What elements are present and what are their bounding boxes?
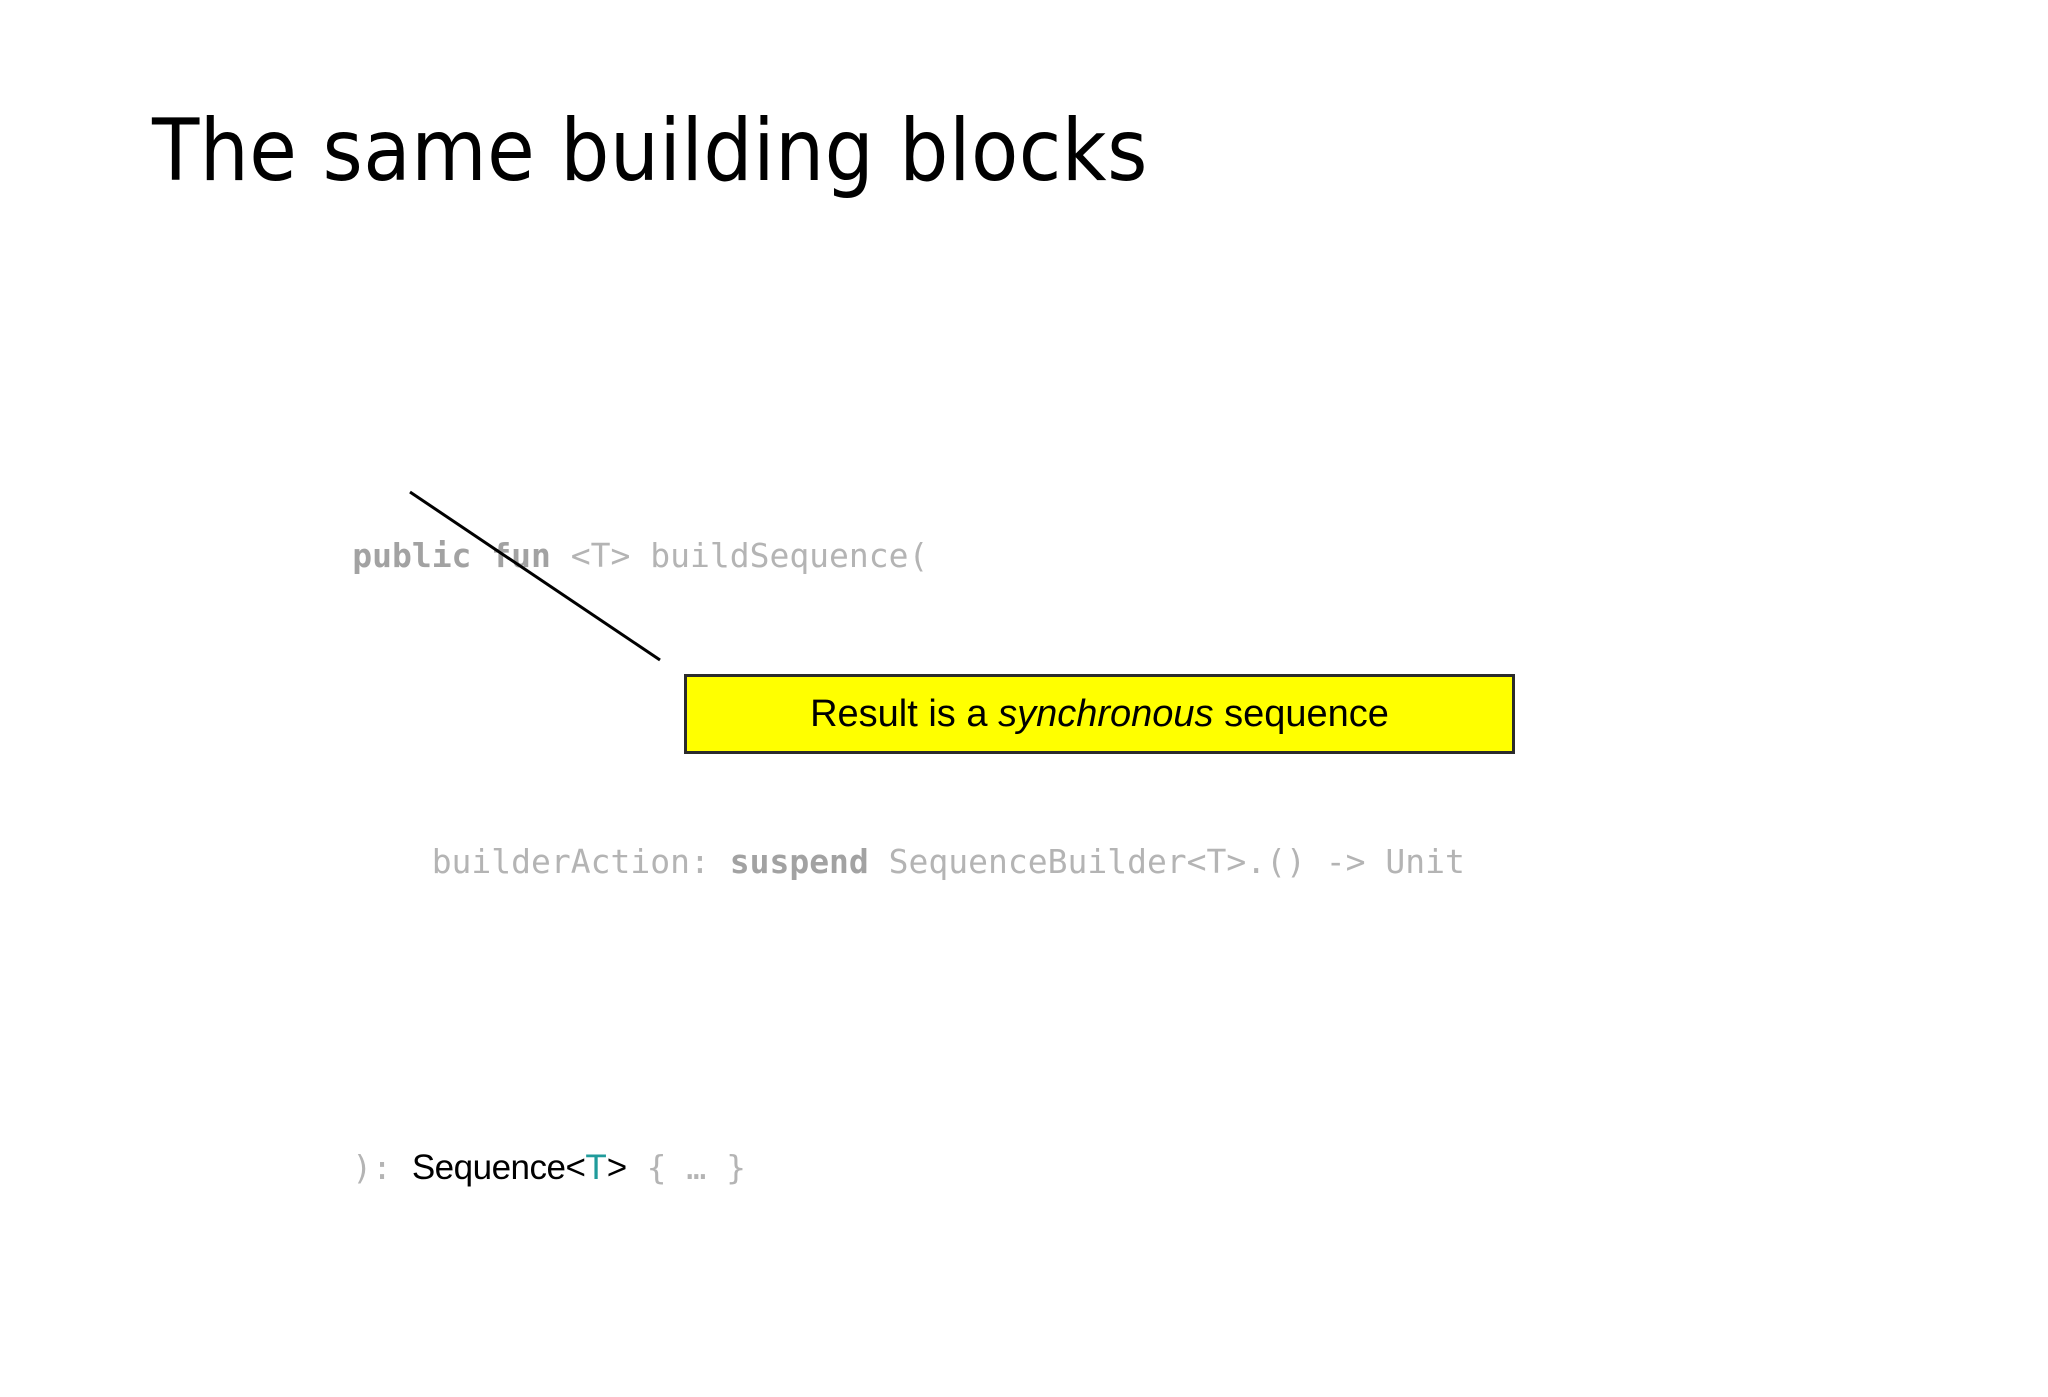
code-token-return-type-close: > [606, 1148, 627, 1187]
slide-canvas: The same building blocks public fun <T> … [152, 101, 1515, 1187]
code-token-return-type: Sequence< [411, 1148, 586, 1187]
code-line-1: public fun <T> buildSequence( [233, 479, 1465, 632]
callout-text: Result is a synchronous sequence [810, 693, 1389, 736]
code-line-3: ): Sequence<T> { … } [233, 1091, 1465, 1244]
code-token-param-type: SequenceBuilder<T>.() -> Unit [868, 842, 1465, 881]
code-token-body: { … } [626, 1148, 746, 1187]
code-token-keyword: public fun [352, 536, 551, 575]
code-block: public fun <T> buildSequence( builderAct… [233, 326, 1465, 1397]
code-line-2: builderAction: suspend SequenceBuilder<T… [233, 785, 1465, 938]
code-token-suspend-keyword: suspend [729, 842, 869, 881]
callout-box: Result is a synchronous sequence [684, 674, 1515, 754]
code-token-signature: <T> buildSequence( [550, 536, 929, 575]
callout-text-suffix: sequence [1213, 692, 1389, 735]
callout-text-prefix: Result is a [810, 692, 999, 735]
page-title: The same building blocks [152, 101, 1148, 201]
code-token-type-parameter: T [585, 1148, 607, 1187]
code-token-param-name: builderAction: [352, 842, 730, 881]
callout-text-emphasis: synchronous [998, 692, 1214, 735]
code-token-close-paren: ): [352, 1148, 412, 1187]
